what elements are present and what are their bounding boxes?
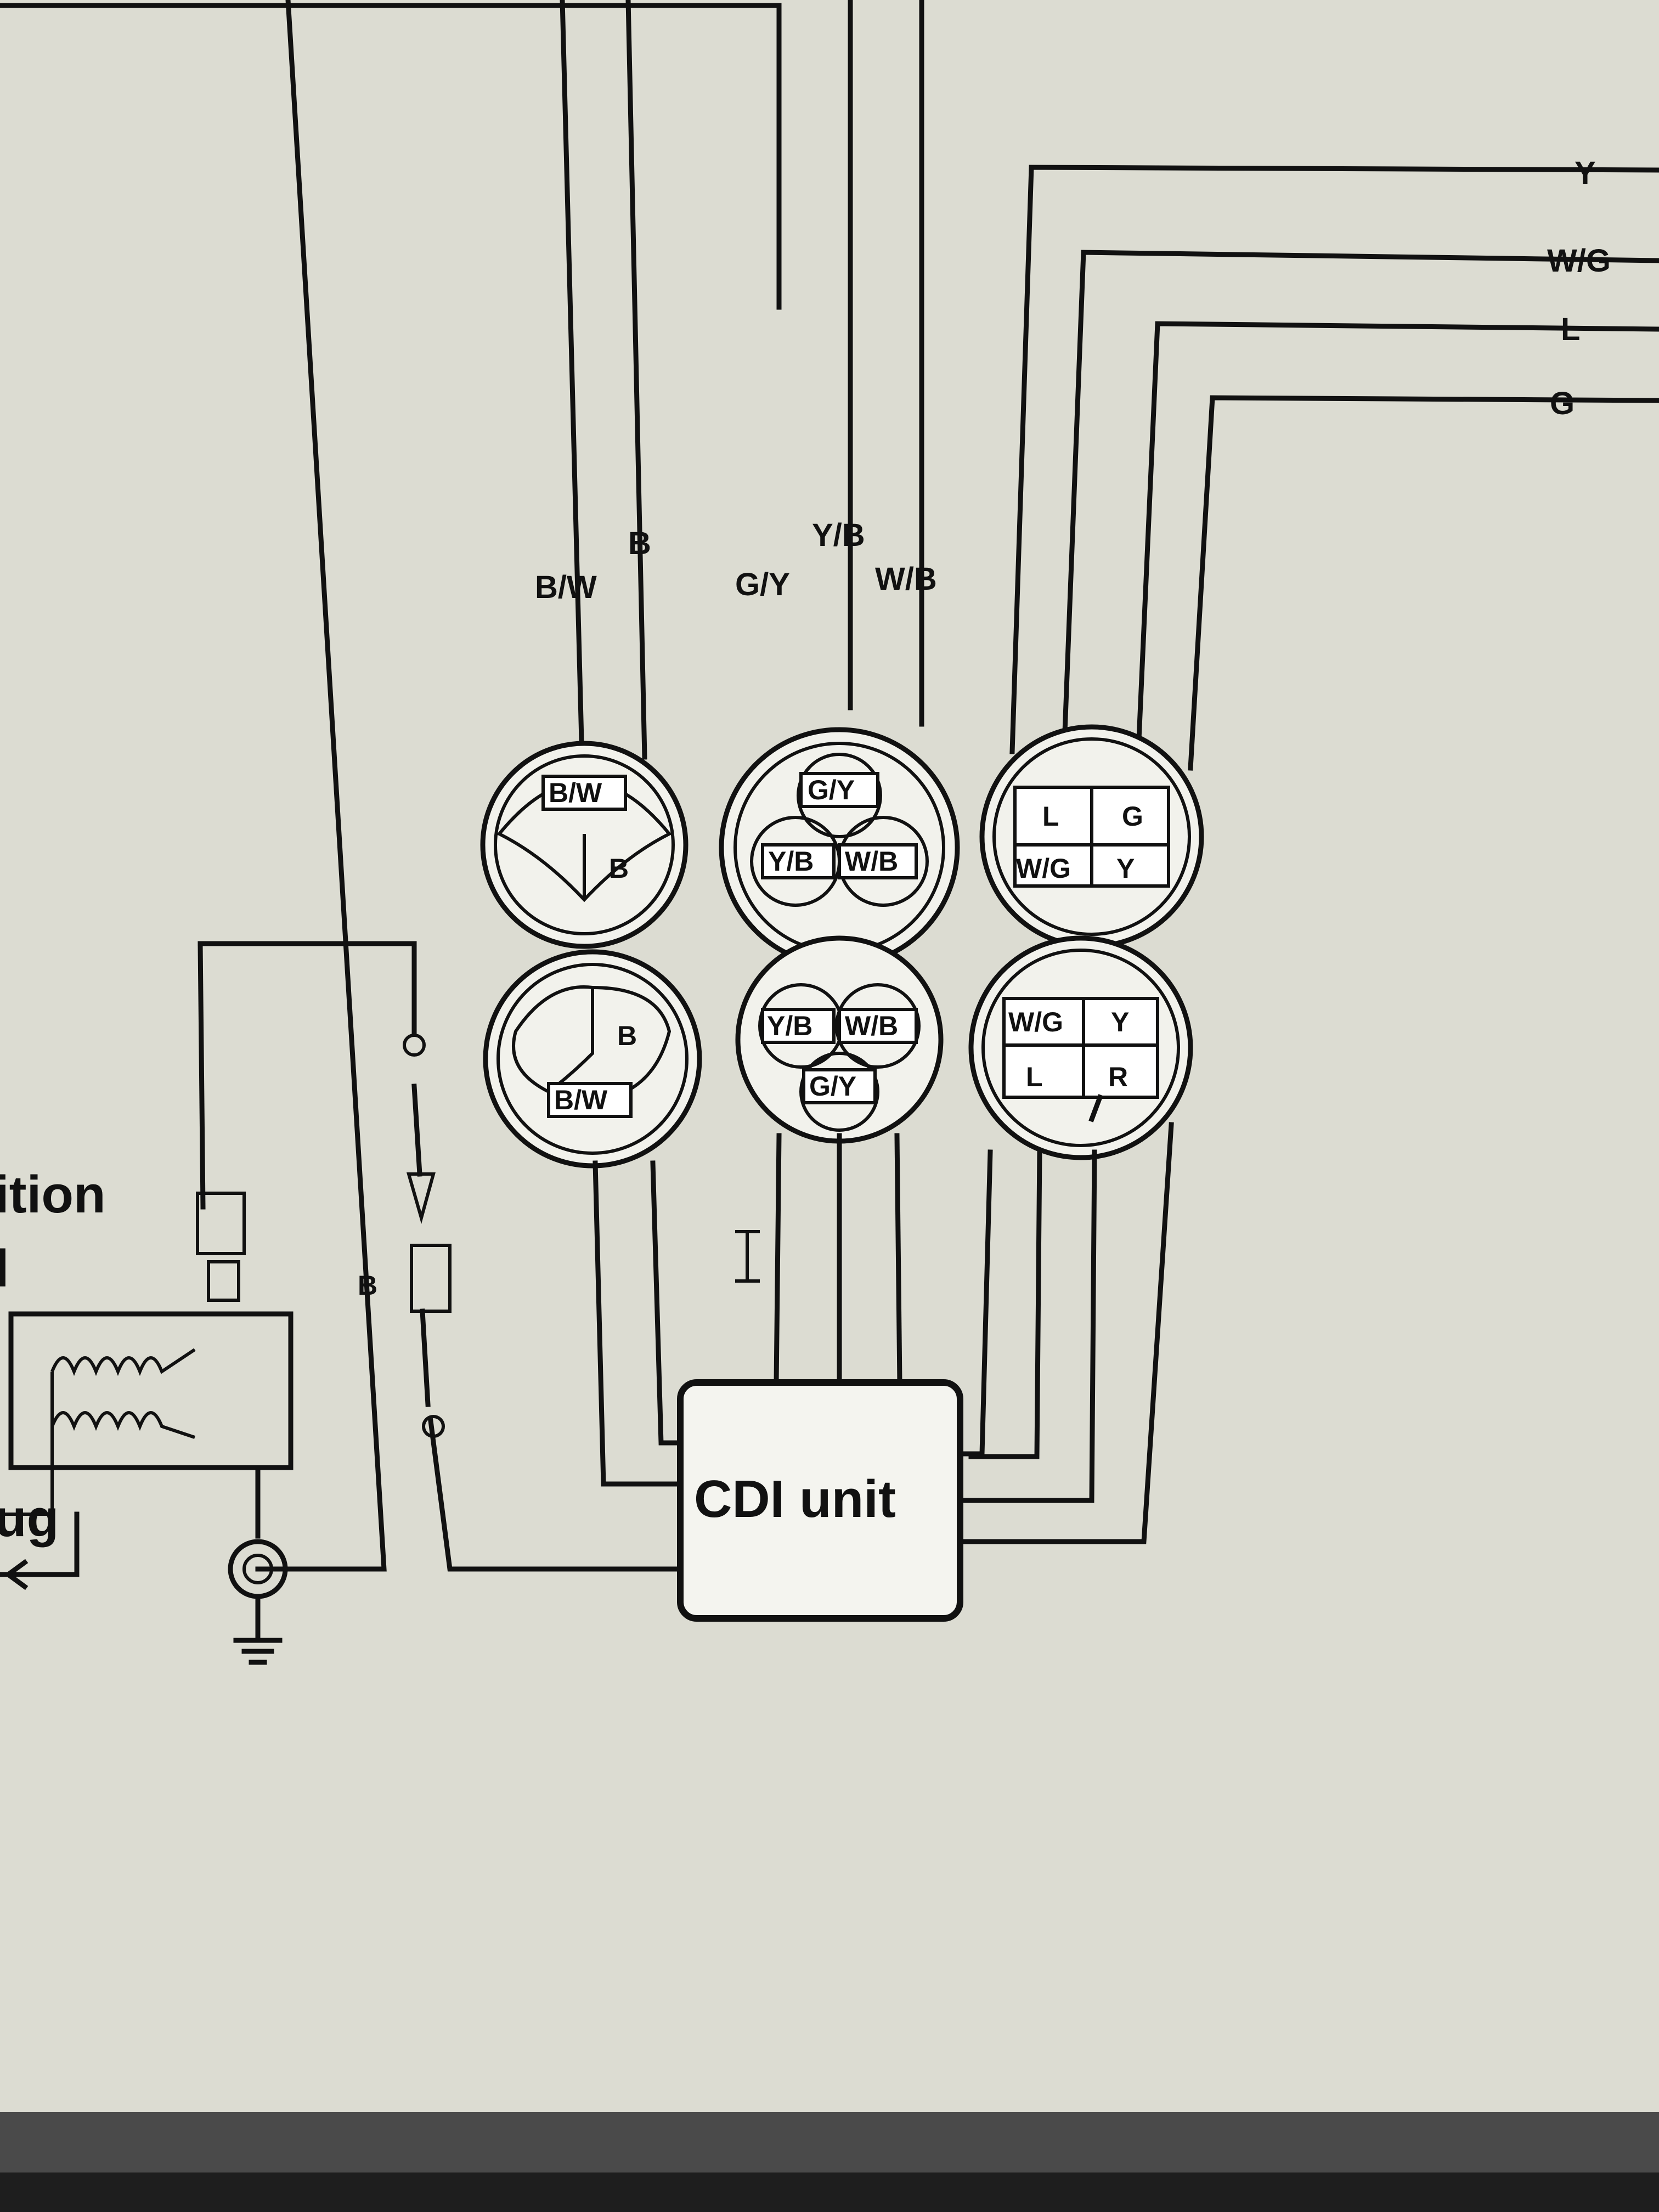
wire-label-b: B <box>628 526 651 561</box>
kill-switch-symbol <box>403 1034 452 1438</box>
pin-label: Y <box>1111 1007 1129 1037</box>
pin-label: G <box>1122 801 1143 832</box>
pin-label: G/Y <box>809 1071 856 1102</box>
pin-label: R <box>1108 1062 1128 1092</box>
wire-label-y-right: Y <box>1575 155 1596 191</box>
pin-label: W/G <box>1008 1007 1063 1037</box>
pin-label: L <box>1026 1062 1043 1092</box>
spark-plug-arrow-icon <box>4 1559 41 1590</box>
wires-to-cdi <box>592 1094 1174 1544</box>
wire-bw-vertical <box>560 0 584 743</box>
wire-label-bw: B/W <box>535 569 597 605</box>
pin-label: G/Y <box>808 775 855 805</box>
top-bus-wires <box>0 0 924 727</box>
connector-upper-left: B/W B <box>480 741 689 949</box>
pin-label: L <box>1042 801 1059 832</box>
text-cursor-icon <box>735 1230 760 1283</box>
pin-label: Y/B <box>768 846 814 877</box>
spark-plug-label: ug <box>0 1489 59 1548</box>
wire-b-vertical <box>625 0 647 760</box>
connector-lower-right: W/G Y L R <box>968 935 1193 1160</box>
pin-label: W/B <box>845 1011 898 1041</box>
connector-upper-mid: G/Y Y/B W/B <box>719 727 960 968</box>
wire-label-g-right: G <box>1550 386 1575 421</box>
connector-upper-right: L G W/G Y <box>979 724 1204 949</box>
pin-label: B <box>609 853 629 884</box>
wire-label-gy: G/Y <box>735 567 790 602</box>
cdi-unit-label: CDI unit <box>694 1470 896 1528</box>
pin-label: B/W <box>549 777 602 808</box>
pin-label: Y/B <box>767 1011 812 1041</box>
connector-lower-left: B B/W <box>483 949 702 1169</box>
cdi-unit: CDI unit <box>677 1379 963 1622</box>
pin-label: W/B <box>845 846 898 877</box>
wire-label-wb: W/B <box>875 561 937 597</box>
wire-label-wg-right: W/G <box>1547 243 1611 279</box>
pin-label: Y <box>1116 853 1135 884</box>
connector-lower-mid: Y/B W/B G/Y <box>735 935 944 1144</box>
pin-label: W/G <box>1016 853 1071 884</box>
ignition-coil-label-line2: l <box>0 1239 9 1298</box>
monitor-bottom-edge <box>0 2172 1659 2212</box>
ignition-coil-label: ition <box>0 1165 106 1224</box>
wire-label-yb: Y/B <box>812 517 865 553</box>
ignition-circuit-wires <box>198 941 683 1572</box>
wire-b-left-vertical <box>255 0 387 1572</box>
pin-label: B <box>617 1020 637 1051</box>
right-incoming-wires <box>1009 165 1659 771</box>
pin-label: B/W <box>554 1085 608 1115</box>
coil-ground-wire-label: B <box>358 1270 377 1301</box>
wire-label-l-right: L <box>1561 312 1580 347</box>
